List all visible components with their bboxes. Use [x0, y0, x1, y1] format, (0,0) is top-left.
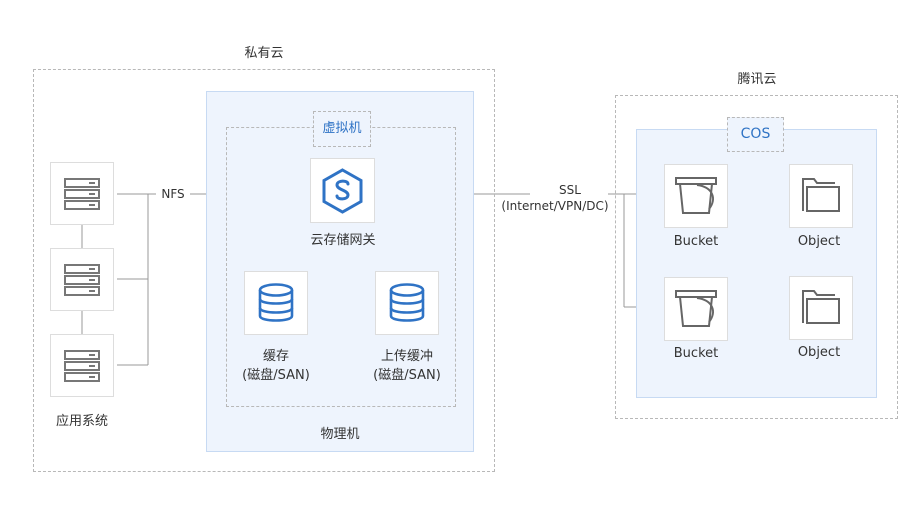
bucket-icon	[675, 177, 717, 214]
upload-buffer-label: 上传缓冲	[380, 349, 433, 364]
tencent-cloud-title: 腾讯云	[737, 72, 777, 87]
app-system-label: 应用系统	[55, 414, 108, 429]
folder-icon	[802, 178, 840, 212]
physical-machine-label: 物理机	[320, 427, 360, 442]
app-server-3[interactable]	[50, 334, 114, 397]
upload-buffer-node[interactable]	[375, 271, 439, 335]
storage-gateway-icon	[322, 168, 363, 214]
object-label-1: Object	[797, 234, 841, 249]
app-server-1[interactable]	[50, 162, 114, 225]
gateway-label: 云存储网关	[310, 233, 376, 248]
server-icon	[64, 178, 100, 210]
database-icon	[258, 283, 294, 322]
tencent-cloud-boundary	[615, 95, 898, 419]
bucket-label-1: Bucket	[673, 234, 719, 249]
bucket-node-1[interactable]	[664, 164, 728, 228]
cache-sublabel: (磁盘/SAN)	[242, 368, 310, 383]
app-server-2[interactable]	[50, 248, 114, 311]
server-icon	[64, 264, 100, 296]
bucket-icon	[675, 290, 717, 327]
folder-icon	[802, 290, 840, 324]
cos-label: COS	[727, 117, 784, 152]
object-node-1[interactable]	[789, 164, 853, 228]
object-node-2[interactable]	[789, 276, 853, 340]
gateway-node[interactable]	[310, 158, 375, 223]
cache-label: 缓存	[262, 349, 289, 364]
database-icon	[389, 283, 425, 322]
private-cloud-boundary	[33, 69, 495, 472]
ssl-label: SSL	[559, 183, 581, 197]
object-label-2: Object	[797, 345, 841, 360]
server-icon	[64, 350, 100, 382]
cache-disk-node[interactable]	[244, 271, 308, 335]
bucket-node-2[interactable]	[664, 277, 728, 341]
nfs-label: NFS	[156, 187, 190, 201]
ssl-sublabel: (Internet/VPN/DC)	[501, 199, 609, 213]
bucket-label-2: Bucket	[673, 346, 719, 361]
upload-buffer-sublabel: (磁盘/SAN)	[373, 368, 441, 383]
vm-label: 虚拟机	[313, 111, 371, 147]
private-cloud-title: 私有云	[244, 46, 284, 61]
